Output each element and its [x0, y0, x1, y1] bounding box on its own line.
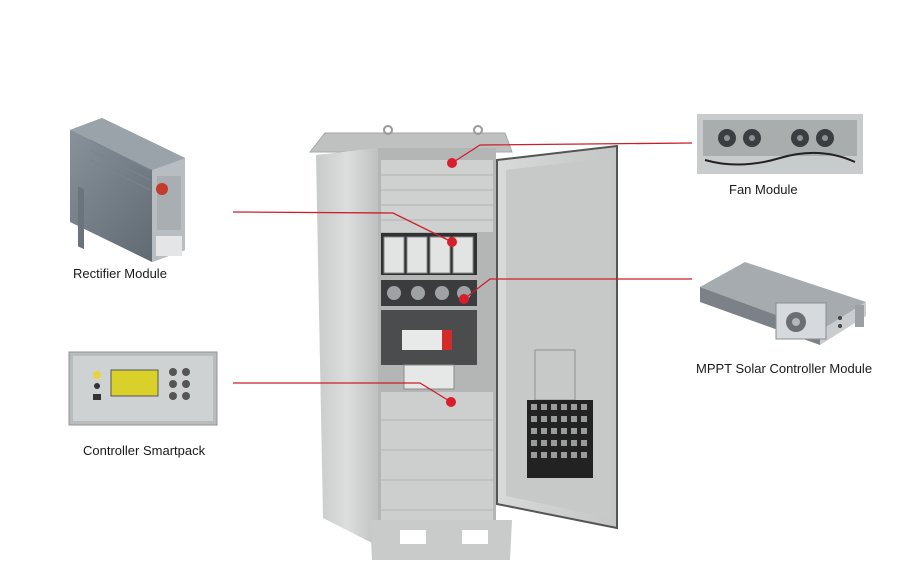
- label-rectifier-module: Rectifier Module: [73, 266, 167, 281]
- callout-line-controller: [233, 382, 452, 403]
- callout-line-fan: [451, 142, 693, 164]
- callout-dot-rectifier: [447, 237, 457, 247]
- cabinet-image: [308, 125, 618, 560]
- callout-line-mppt: [463, 278, 692, 300]
- label-fan-module: Fan Module: [729, 182, 798, 197]
- callout-dot-fan: [447, 158, 457, 168]
- label-mppt-solar-controller-module: MPPT Solar Controller Module: [696, 361, 873, 376]
- callout-dot-mppt: [459, 294, 469, 304]
- rectifier-module-image: [70, 118, 185, 262]
- controller-smartpack-image: [68, 351, 218, 426]
- callout-dot-controller: [446, 397, 456, 407]
- label-controller-smartpack: Controller Smartpack: [83, 443, 206, 458]
- mppt-module-image: [700, 262, 866, 345]
- callout-line-rectifier: [232, 211, 453, 243]
- fan-module-image: [697, 114, 863, 174]
